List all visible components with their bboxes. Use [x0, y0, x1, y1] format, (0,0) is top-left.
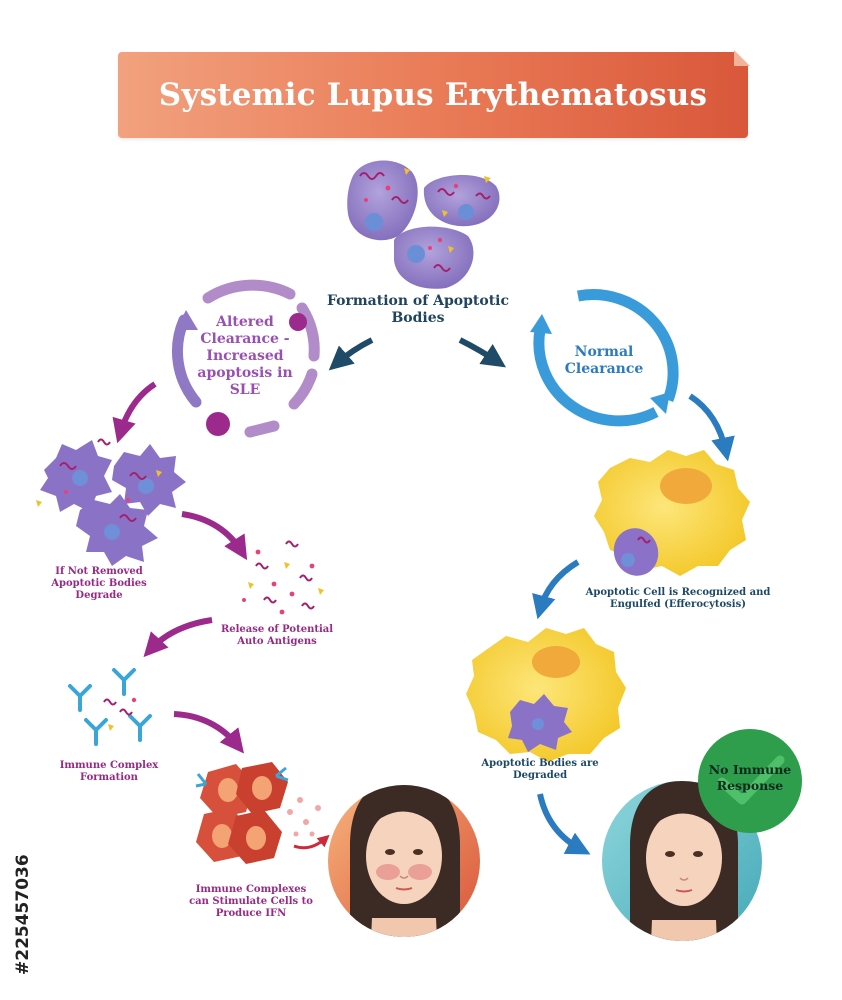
label-degraded: Apoptotic Bodies are Degraded	[481, 758, 599, 782]
title-banner: Systemic Lupus Erythematosus	[118, 50, 750, 138]
macrophage-degrading-icon	[466, 628, 626, 762]
apoptotic-bodies-icon	[347, 160, 500, 289]
arrow-to-altered	[328, 337, 374, 371]
normal-clearance-ring	[530, 289, 679, 427]
label-immune-complex: Immune Complex Formation	[59, 760, 159, 784]
degrading-cells-icon	[36, 438, 186, 566]
antigen-fragments-icon	[103, 697, 137, 731]
arrow-purple-4	[173, 711, 244, 754]
label-altered-clearance: Altered Clearance - Increased apoptosis …	[197, 314, 293, 399]
page-title: Systemic Lupus Erythematosus	[158, 77, 708, 113]
label-not-removed: If Not Removed Apoptotic Bodies Degrade	[51, 566, 147, 602]
label-formation: Formation of Apoptotic Bodies	[326, 293, 510, 327]
label-release-antigens: Release of Potential Auto Antigens	[220, 624, 334, 648]
ifn-producing-cells-icon	[195, 762, 330, 864]
arrow-blue-1	[688, 393, 735, 462]
label-normal-clearance: Normal Clearance	[564, 344, 644, 378]
banner-fold	[734, 50, 750, 66]
altered-clearance-ring	[172, 279, 320, 438]
label-stimulate-ifn: Immune Complexes can Stimulate Cells to …	[189, 884, 313, 920]
label-no-immune-response: No Immune Response	[708, 762, 792, 793]
patient-with-rash-portrait	[328, 785, 480, 937]
stock-id-text: #225457036	[13, 854, 33, 975]
antibodies-icon	[68, 668, 152, 746]
macrophage-engulfing-icon	[594, 450, 750, 576]
arrow-purple-1	[112, 381, 157, 444]
label-recognized: Apoptotic Cell is Recognized and Engulfe…	[585, 587, 771, 611]
stock-id-value: #225457036	[13, 854, 33, 975]
arrow-to-normal	[458, 337, 506, 368]
arrow-blue-2	[532, 559, 580, 620]
auto-antigens-icon	[242, 540, 324, 615]
arrow-purple-2	[181, 511, 248, 561]
arrow-blue-3	[537, 793, 591, 855]
healthy-patient-portrait	[602, 781, 762, 941]
arrow-purple-3	[143, 617, 213, 658]
no-immune-response-badge	[698, 729, 802, 833]
